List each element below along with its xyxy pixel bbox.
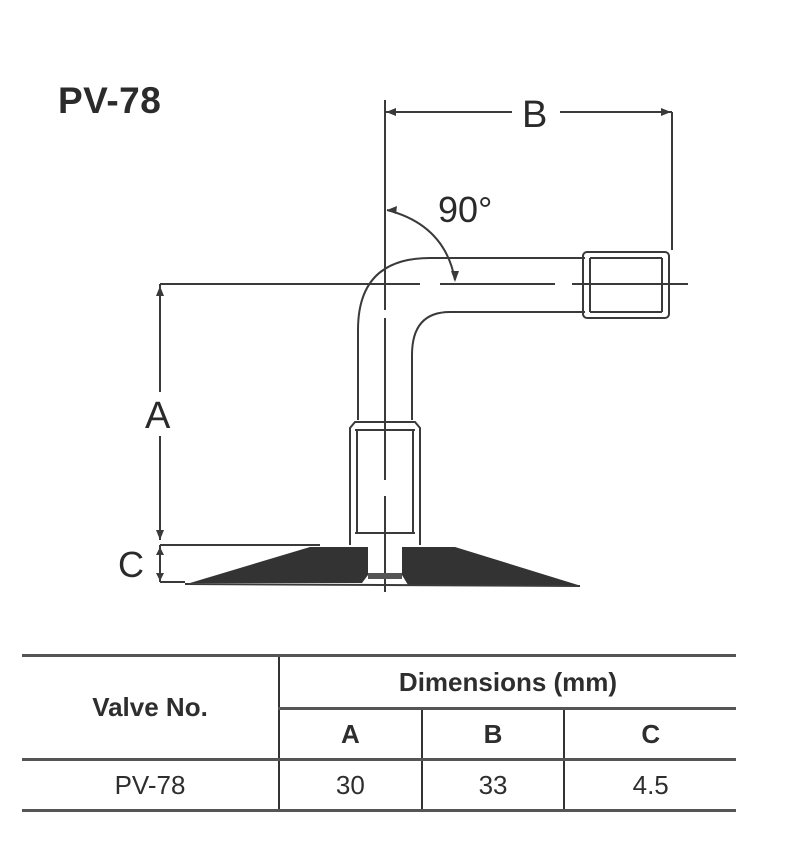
cell-valve: PV-78: [22, 759, 280, 812]
header-col-a: A: [279, 708, 423, 761]
rubber-base: [184, 547, 581, 587]
cell-a: 30: [279, 759, 423, 812]
dimension-a-label: A: [145, 395, 171, 437]
angle-label: 90°: [438, 189, 492, 230]
valve-model-title: PV-78: [58, 80, 162, 121]
table-row: PV-78 30 33 4.5: [22, 759, 736, 812]
dimensions-table: Valve No. Dimensions (mm) A B C PV-78 30…: [22, 654, 736, 812]
dimension-b-label: B: [522, 94, 547, 136]
elbow-tube: [357, 257, 585, 420]
dimension-c-label: C: [118, 544, 144, 585]
cell-c: 4.5: [564, 759, 736, 812]
angle-arc: [386, 206, 459, 282]
valve-technical-drawing: B 90° A C: [118, 94, 688, 592]
header-dimensions: Dimensions (mm): [279, 654, 736, 710]
dimension-b-line: [385, 108, 673, 250]
header-valve-no: Valve No.: [22, 654, 280, 761]
header-col-b: B: [421, 708, 566, 761]
dimension-a-line: [156, 284, 164, 540]
stem-thread: [349, 421, 421, 545]
cell-b: 33: [421, 759, 566, 812]
header-col-c: C: [564, 708, 736, 761]
arm-thread-cap: [582, 251, 670, 319]
dimension-c-line: [156, 544, 320, 583]
